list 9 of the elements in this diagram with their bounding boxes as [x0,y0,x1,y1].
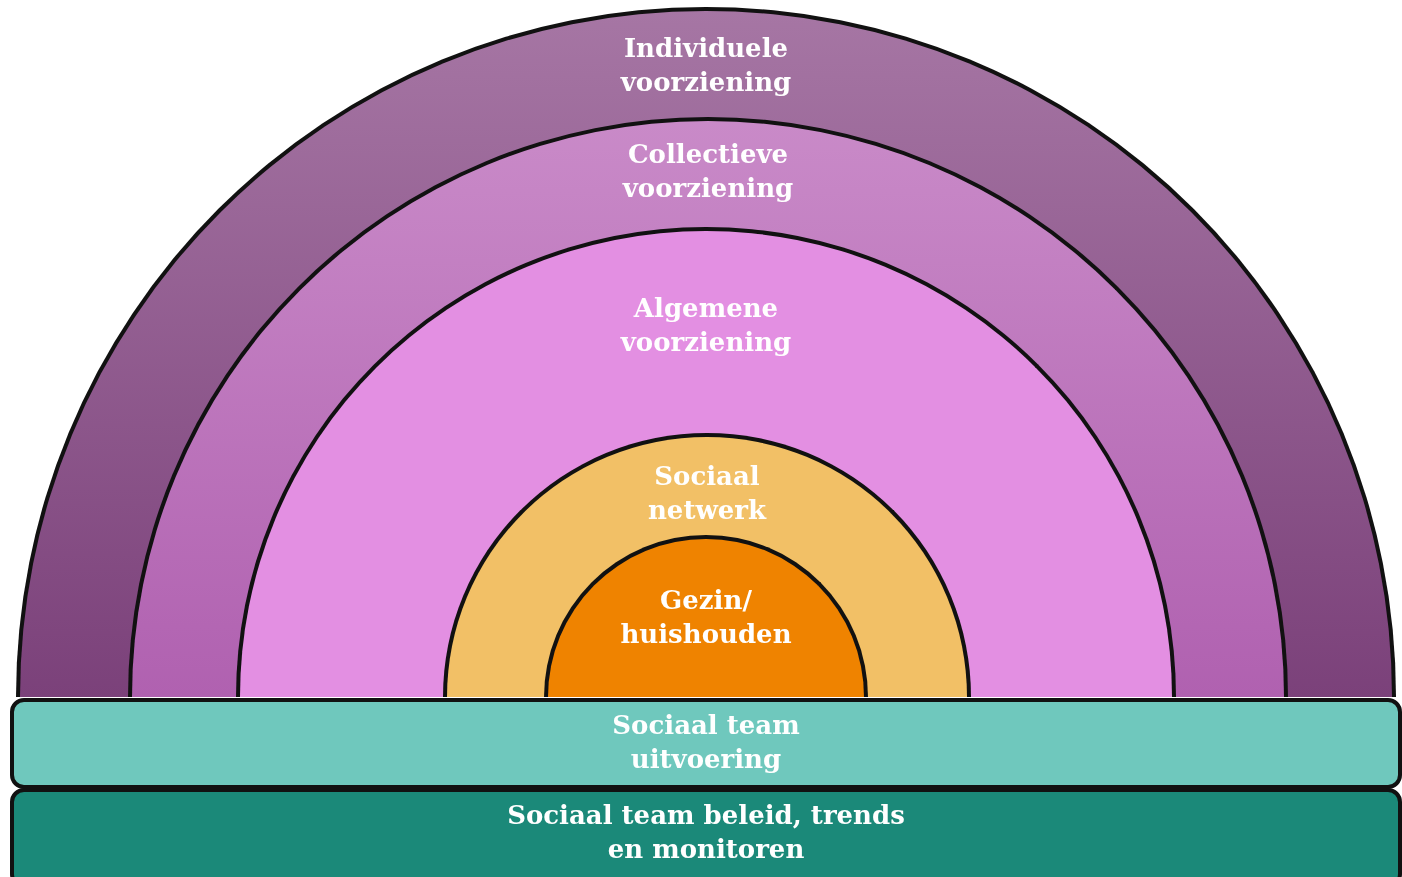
layer-label: Sociaal team beleid, trends en monitoren [506,799,906,866]
layer-label: Sociaal team uitvoering [611,709,801,776]
layer-label: Individuele voorziening [619,32,793,99]
layer-bar [10,698,1402,789]
layer-bar [10,788,1402,877]
layer-label: Sociaal netwerk [646,460,768,527]
layer-label: Algemene voorziening [619,292,793,359]
layer-label: Collectieve voorziening [621,138,795,205]
layer-label: Gezin/ huishouden [619,584,793,651]
